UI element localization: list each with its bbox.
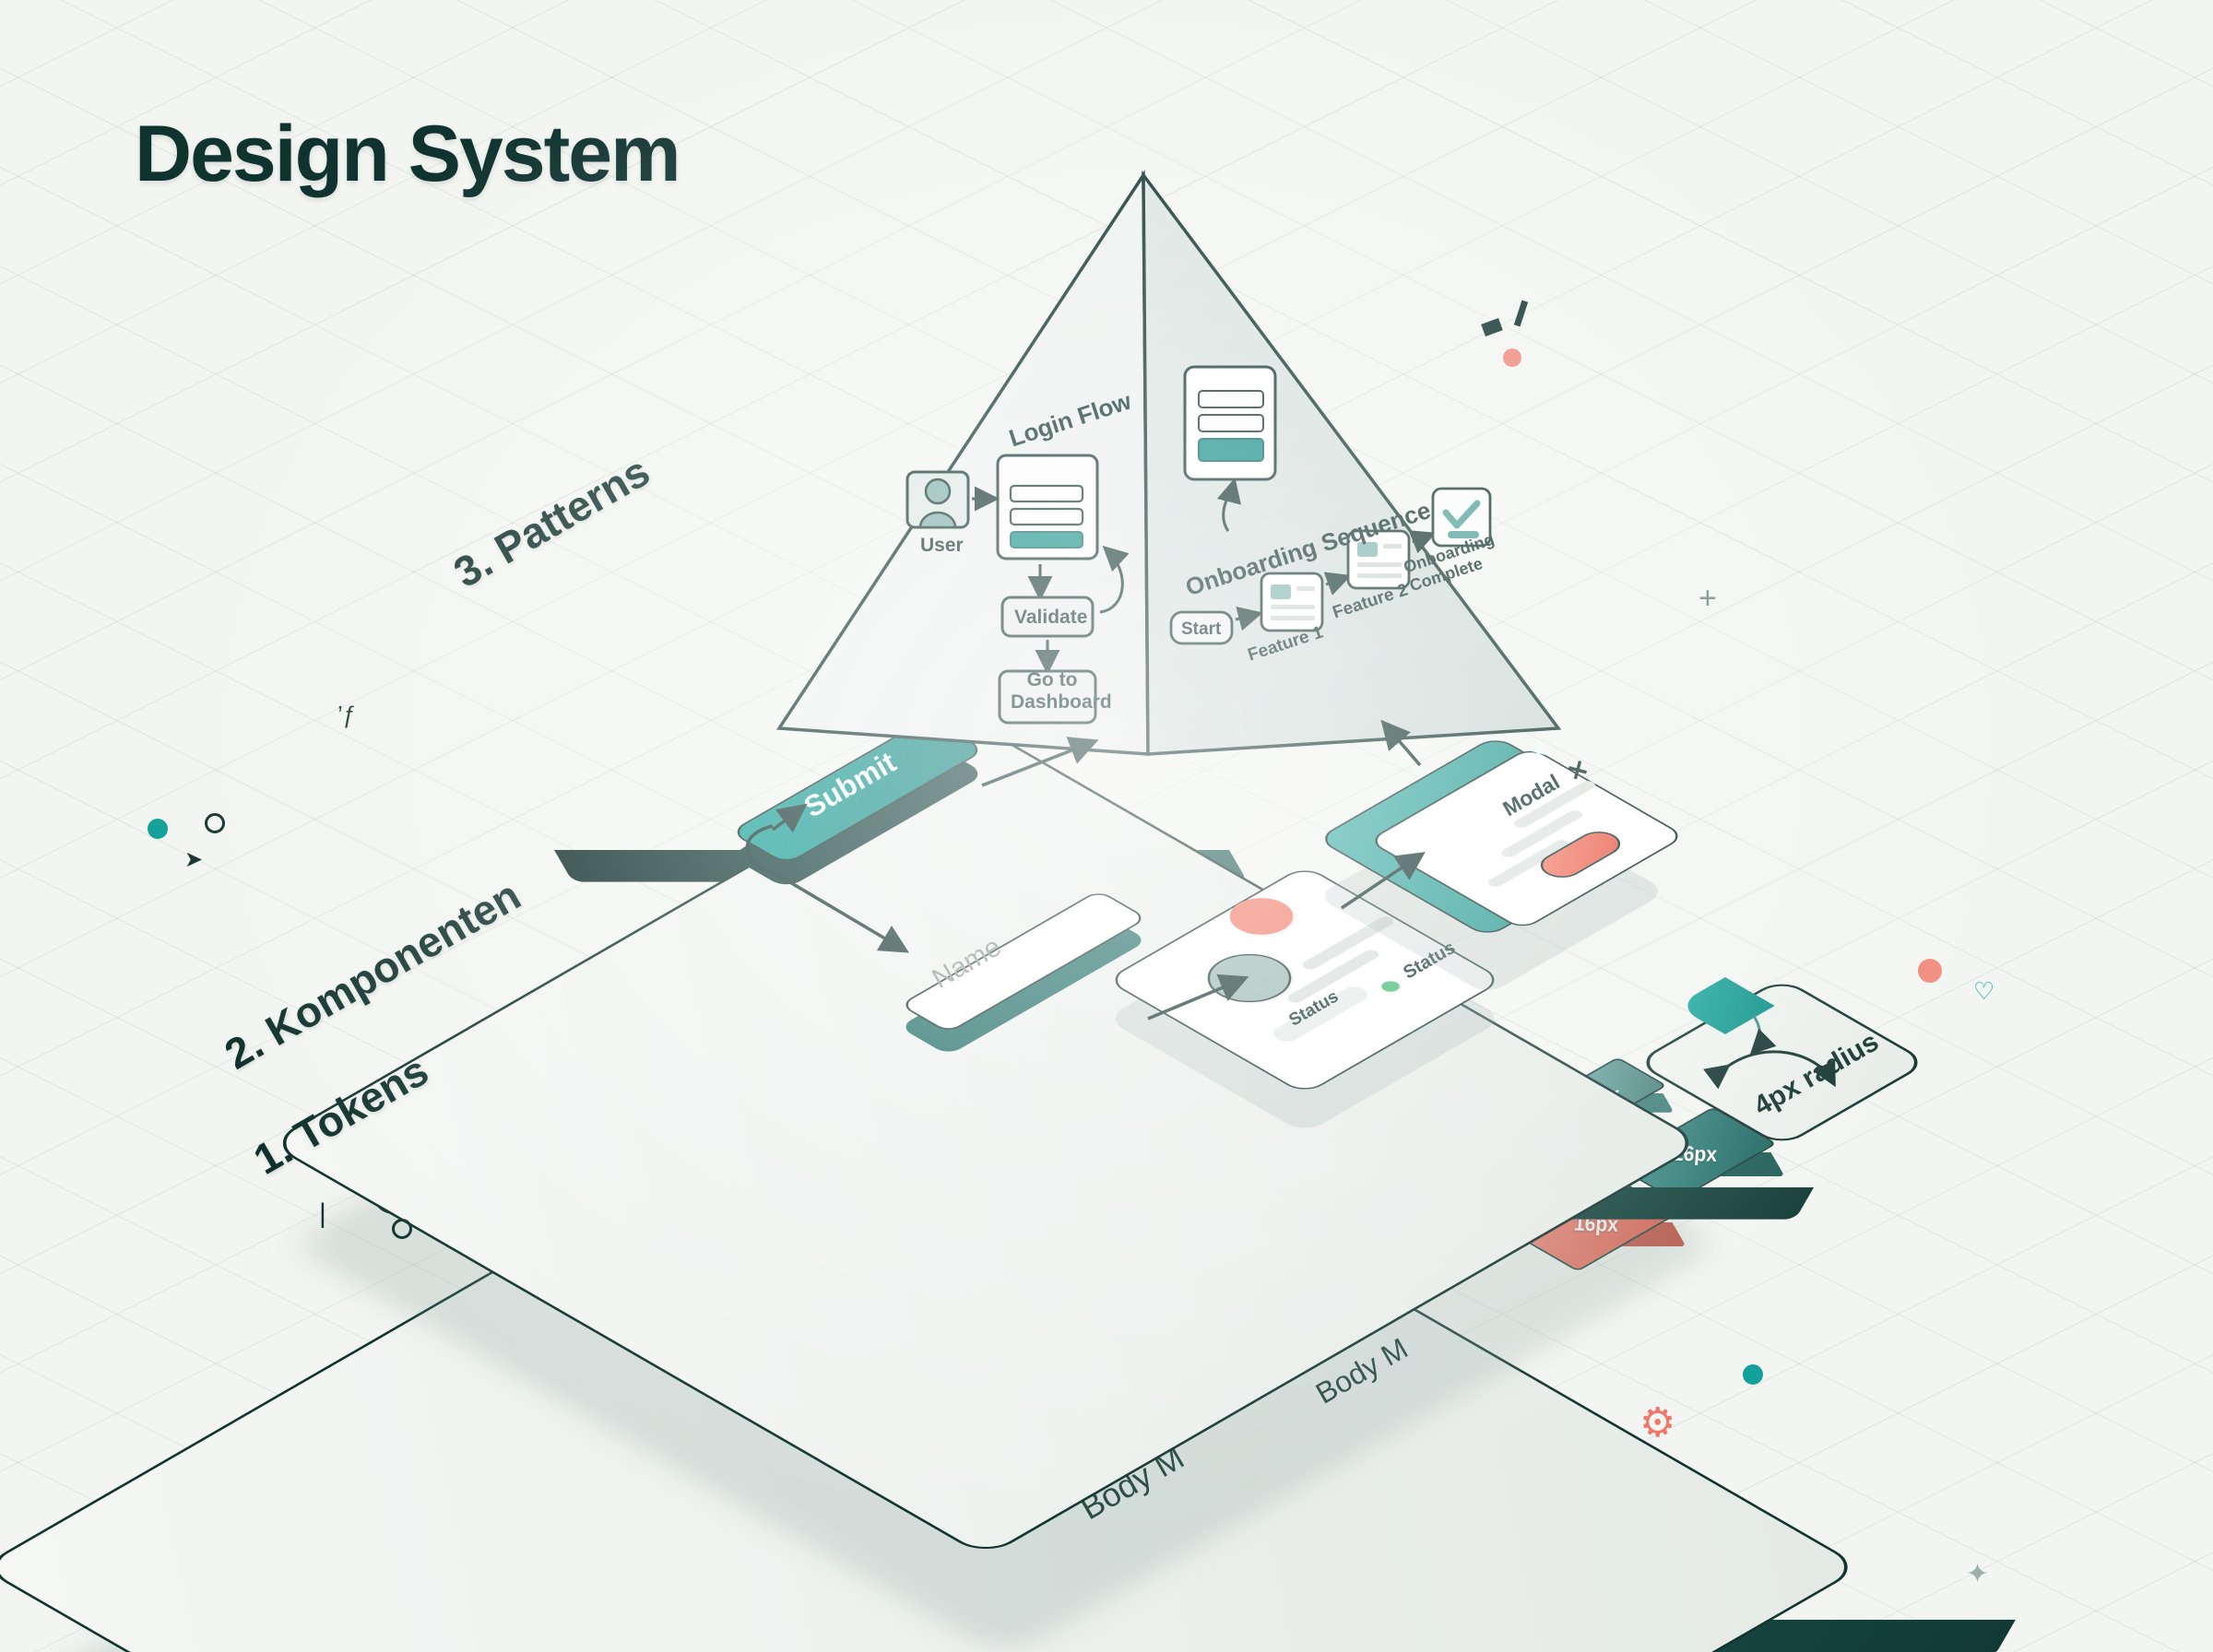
feature1-line-2 xyxy=(1271,605,1315,609)
gear-icon: ⚙ xyxy=(1639,1400,1676,1446)
user-head-icon xyxy=(924,478,952,505)
deco-slash-lower-left: | xyxy=(314,1198,326,1229)
onboarding-hero-line-2 xyxy=(1198,414,1264,432)
login-field-1[interactable] xyxy=(1009,484,1084,503)
deco-dot-coral-top-right xyxy=(1503,348,1521,367)
onboarding-hero-line-1 xyxy=(1198,390,1264,408)
onboarding-step-start: Start xyxy=(1181,620,1222,639)
deco-plus-right: + xyxy=(1698,581,1717,616)
deco-tick-left: ➤ xyxy=(184,847,204,872)
layer-connectors xyxy=(745,719,1836,1090)
deco-dot-coral-right xyxy=(1918,959,1942,983)
arrow-input-to-card xyxy=(1147,974,1249,1021)
radius-down-arrow xyxy=(1749,1015,1777,1056)
arrow-to-name-input xyxy=(778,874,910,953)
deco-ring-lower-left xyxy=(392,1219,412,1239)
onboarding-feature1-card xyxy=(1260,572,1324,632)
feature2-line-2 xyxy=(1357,562,1402,567)
deco-sparkle-bottom-right: ✦ xyxy=(1966,1559,1990,1589)
feature2-line-3 xyxy=(1357,573,1402,578)
deco-ring-left xyxy=(205,813,225,833)
validate-label: Validate xyxy=(1014,607,1088,628)
user-label: User xyxy=(920,535,964,556)
deco-dot-teal-bottom xyxy=(1743,1364,1763,1385)
arrow-curve-left xyxy=(745,824,780,878)
feature1-thumb-icon xyxy=(1271,584,1291,599)
arrow-submit-to-pyramid xyxy=(981,737,1099,787)
deco-dot-teal-left xyxy=(148,819,168,839)
deco-heart-right: ♡ xyxy=(1973,977,1995,1005)
arrow-curve-to-submit xyxy=(771,803,808,833)
onboarding-hero-cta[interactable] xyxy=(1198,438,1264,462)
dashboard-label: Go to Dashboard xyxy=(1011,669,1112,714)
deco-mark-mid-left: ’ƒ xyxy=(337,701,357,728)
radius-span-arrow xyxy=(1703,1050,1836,1090)
login-field-2[interactable] xyxy=(1009,507,1084,526)
arrow-card-to-modal xyxy=(1341,852,1426,910)
feature1-line-1 xyxy=(1296,586,1315,591)
feature2-line-1 xyxy=(1383,544,1402,549)
feature1-line-3 xyxy=(1271,616,1315,620)
login-submit-bar[interactable] xyxy=(1010,531,1083,549)
